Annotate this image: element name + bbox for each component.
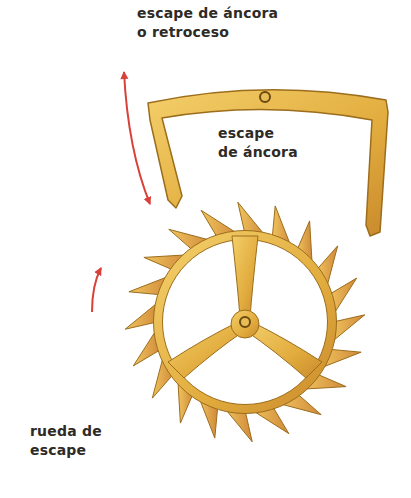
wheel-teeth [125,202,365,442]
wheel-axle [240,317,250,327]
anchor-pallet [148,90,388,236]
swing-arrow [124,72,150,204]
escape-wheel-label: rueda de escape [30,422,103,460]
wheel-spokes [168,236,322,378]
anchor-pivot [260,92,270,102]
rotation-arrow [92,268,101,312]
anchor-label: escape de áncora [218,124,299,162]
wheel-rim-edge [154,231,337,414]
anchor-recoil-label: escape de áncora o retroceso [137,4,279,42]
wheel-rim [158,235,332,409]
